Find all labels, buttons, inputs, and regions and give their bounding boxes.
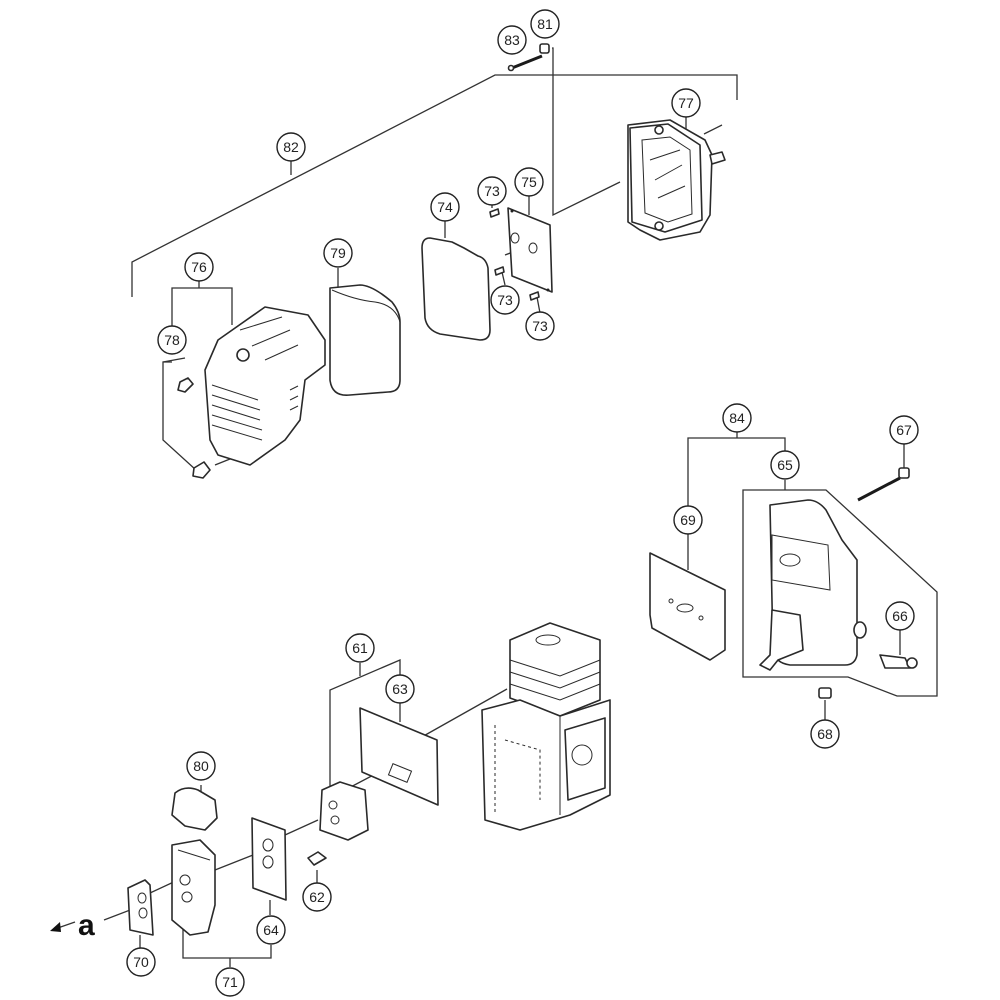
part-76-air-cleaner-cover bbox=[204, 306, 326, 466]
callout-73-bottom[interactable]: 73 bbox=[525, 311, 555, 341]
callout-70[interactable]: 70 bbox=[126, 947, 156, 977]
callout-81[interactable]: 81 bbox=[530, 9, 560, 39]
callout-68[interactable]: 68 bbox=[810, 719, 840, 749]
carburetor bbox=[171, 839, 216, 936]
callout-73-top[interactable]: 73 bbox=[477, 176, 507, 206]
svg-text:61: 61 bbox=[352, 640, 368, 656]
part-77-air-cleaner-base bbox=[627, 119, 726, 241]
svg-text:75: 75 bbox=[521, 174, 537, 190]
callout-64[interactable]: 64 bbox=[256, 915, 286, 945]
part-81-nut bbox=[539, 43, 550, 54]
svg-text:66: 66 bbox=[892, 608, 908, 624]
svg-text:64: 64 bbox=[263, 922, 279, 938]
svg-text:80: 80 bbox=[193, 758, 209, 774]
callout-76[interactable]: 76 bbox=[184, 252, 214, 282]
svg-text:74: 74 bbox=[437, 199, 453, 215]
callout-67[interactable]: 67 bbox=[889, 415, 919, 445]
part-79-filter bbox=[329, 284, 401, 397]
part-66-spark-arrestor bbox=[879, 654, 918, 669]
view-arrow-a: a bbox=[50, 909, 95, 942]
callout-69[interactable]: 69 bbox=[673, 505, 703, 535]
callout-83[interactable]: 83 bbox=[497, 25, 527, 55]
svg-text:73: 73 bbox=[484, 183, 500, 199]
svg-text:71: 71 bbox=[222, 974, 238, 990]
callout-61[interactable]: 61 bbox=[345, 633, 375, 663]
part-80-cap bbox=[171, 787, 218, 831]
svg-text:73: 73 bbox=[532, 318, 548, 334]
svg-text:76: 76 bbox=[191, 259, 207, 275]
arrow-head-icon bbox=[50, 922, 61, 932]
callout-65[interactable]: 65 bbox=[770, 450, 800, 480]
callouts: 83 81 77 82 73 75 74 79 76 73 73 78 84 6… bbox=[126, 9, 919, 997]
part-62-screw bbox=[307, 851, 327, 866]
callout-84[interactable]: 84 bbox=[722, 403, 752, 433]
part-61-intake-flange bbox=[319, 781, 369, 841]
callout-77[interactable]: 77 bbox=[671, 88, 701, 118]
callout-71[interactable]: 71 bbox=[215, 967, 245, 997]
svg-text:83: 83 bbox=[504, 32, 520, 48]
part-70-gasket bbox=[127, 879, 154, 936]
engine-block bbox=[481, 622, 611, 831]
svg-text:65: 65 bbox=[777, 457, 793, 473]
part-74-gasket bbox=[421, 237, 491, 341]
svg-text:81: 81 bbox=[537, 16, 553, 32]
svg-text:62: 62 bbox=[309, 889, 325, 905]
svg-text:77: 77 bbox=[678, 95, 694, 111]
part-73-screws bbox=[489, 208, 540, 301]
part-83-bolt bbox=[507, 54, 543, 72]
svg-text:69: 69 bbox=[680, 512, 696, 528]
svg-text:84: 84 bbox=[729, 410, 745, 426]
callout-74[interactable]: 74 bbox=[430, 192, 460, 222]
part-65-muffler bbox=[759, 499, 867, 671]
callout-78[interactable]: 78 bbox=[157, 325, 187, 355]
svg-text:67: 67 bbox=[896, 422, 912, 438]
leader-lines bbox=[103, 47, 938, 967]
callout-73-middle[interactable]: 73 bbox=[490, 285, 520, 315]
callout-75[interactable]: 75 bbox=[514, 167, 544, 197]
part-67-bolt bbox=[857, 467, 910, 502]
callout-66[interactable]: 66 bbox=[885, 601, 915, 631]
part-78-knobs bbox=[177, 377, 211, 479]
part-63-insulator bbox=[359, 707, 439, 806]
part-68-screw bbox=[818, 687, 832, 699]
svg-text:70: 70 bbox=[133, 954, 149, 970]
svg-text:73: 73 bbox=[497, 292, 513, 308]
view-marker-label: a bbox=[78, 909, 95, 942]
part-69-gasket bbox=[649, 552, 726, 661]
callout-80[interactable]: 80 bbox=[186, 751, 216, 781]
callout-63[interactable]: 63 bbox=[385, 674, 415, 704]
callout-82[interactable]: 82 bbox=[276, 132, 306, 162]
part-64-gasket bbox=[251, 817, 287, 901]
svg-text:68: 68 bbox=[817, 726, 833, 742]
callout-79[interactable]: 79 bbox=[323, 238, 353, 268]
part-75-plate bbox=[507, 207, 553, 293]
svg-text:79: 79 bbox=[330, 245, 346, 261]
svg-text:63: 63 bbox=[392, 681, 408, 697]
svg-text:82: 82 bbox=[283, 139, 299, 155]
svg-text:78: 78 bbox=[164, 332, 180, 348]
callout-62[interactable]: 62 bbox=[302, 882, 332, 912]
